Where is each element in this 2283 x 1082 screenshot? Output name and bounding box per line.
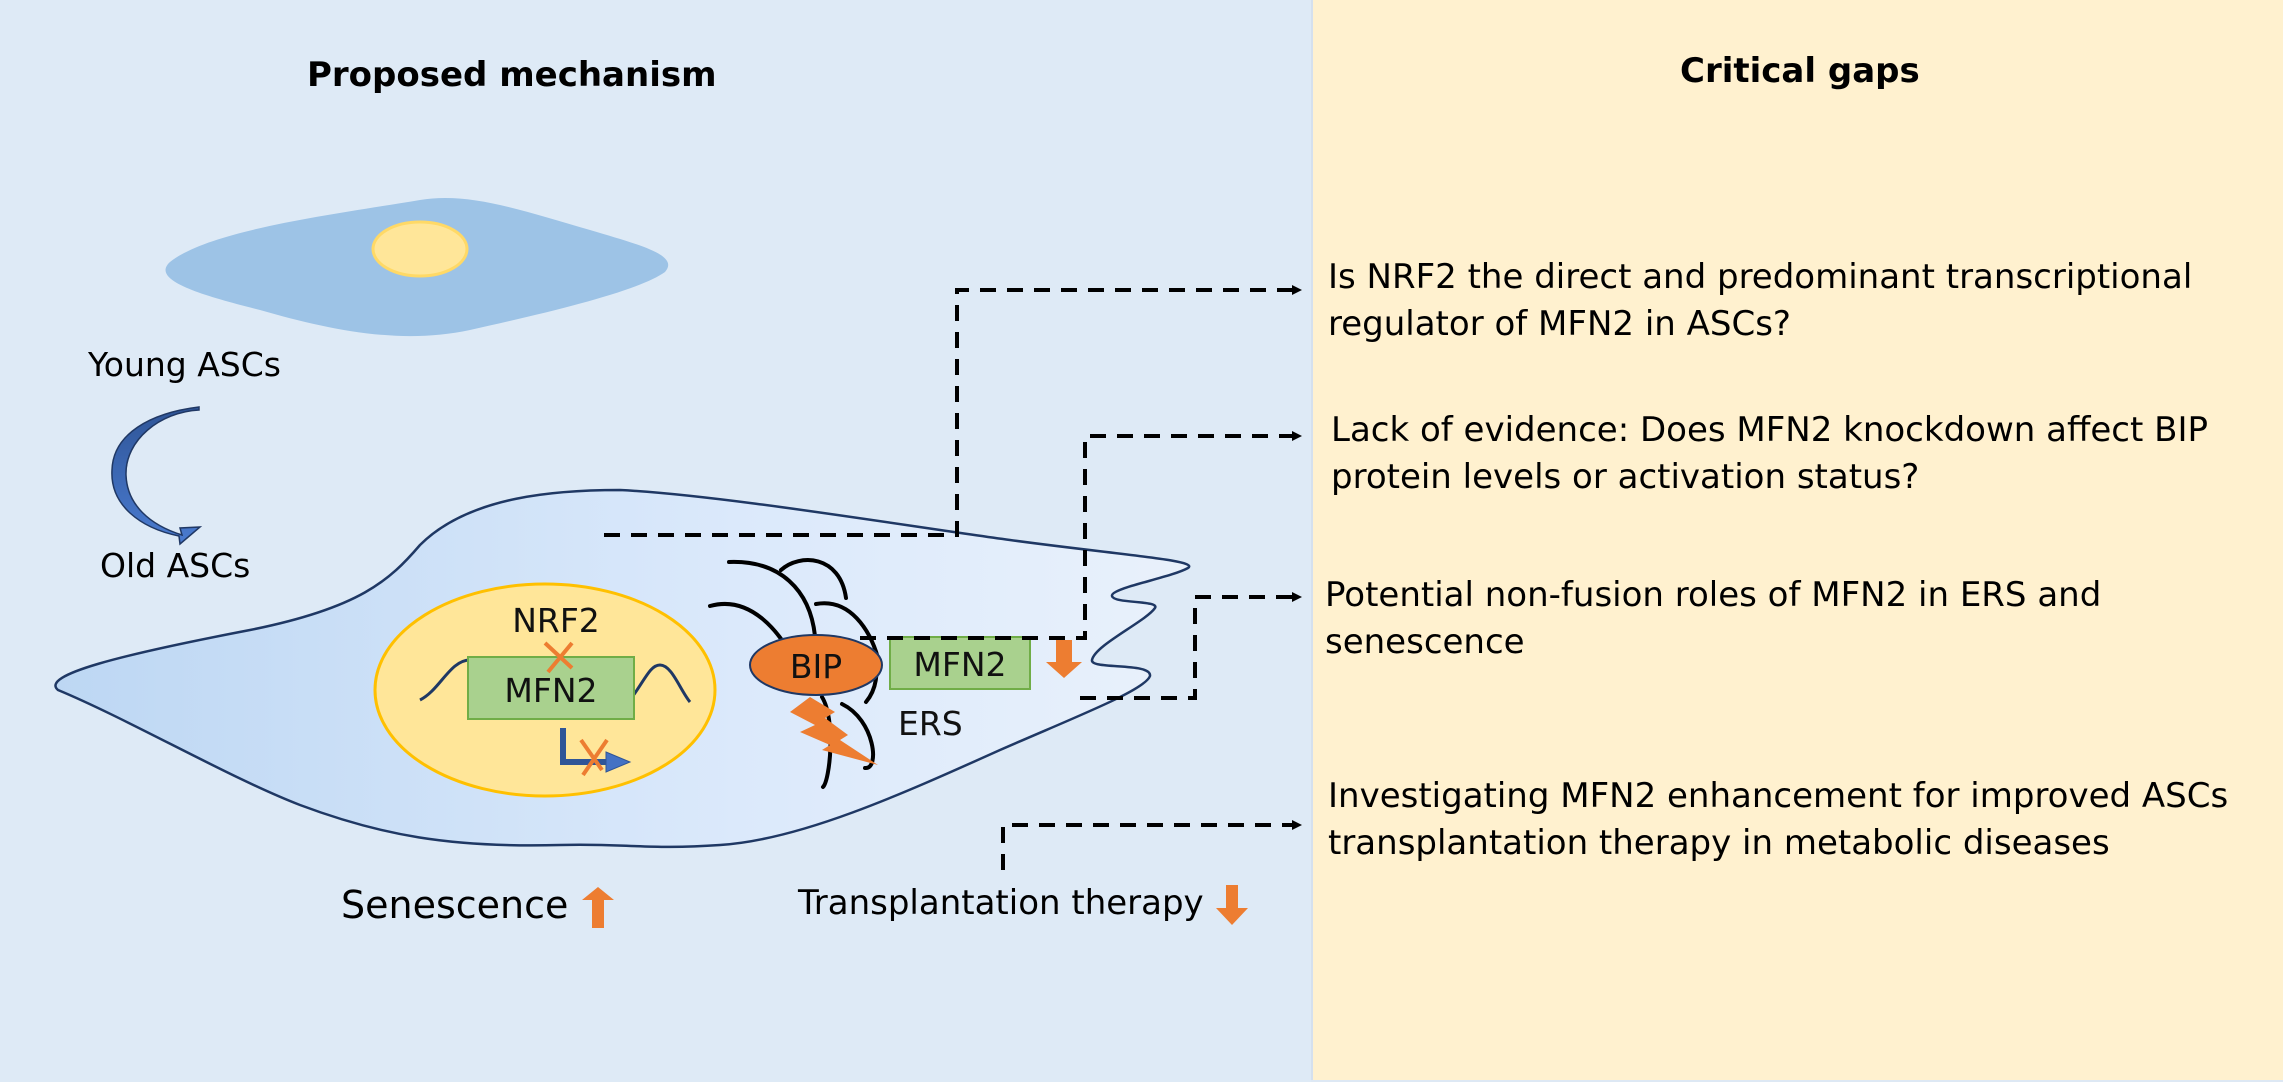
- young-cell-illustration: [165, 198, 669, 337]
- transplantation-decrease-arrow-icon: [1216, 885, 1248, 925]
- nrf2-block-x-icon: [543, 641, 574, 674]
- bip-protein: [749, 634, 883, 696]
- dna-strand-right: [628, 663, 692, 703]
- connector-gap-2: [860, 431, 1302, 640]
- connector-gap-3: [1080, 592, 1302, 700]
- critical-gaps-panel: [1311, 0, 2283, 1080]
- connector-lines: [604, 285, 1302, 870]
- senescence-label: Senescence: [341, 883, 569, 927]
- gap-item: Potential non-fusion roles of MFN2 in ER…: [1325, 575, 2102, 662]
- transplantation-therapy-label: Transplantation therapy: [798, 883, 1204, 923]
- transcription-block-x-icon: [579, 738, 609, 777]
- er-mfn2-box: [889, 636, 1031, 690]
- old-cell-nucleus: MFN2 NRF2: [373, 582, 717, 798]
- critical-gaps-title: Critical gaps: [1680, 51, 1920, 91]
- mfn2-decrease-arrow-icon: [1046, 640, 1082, 678]
- ers-label: ERS: [898, 704, 963, 743]
- connector-gap-4: [1001, 820, 1302, 870]
- proposed-mechanism-title: Proposed mechanism: [307, 55, 717, 95]
- young-ascs-label: Young ASCs: [88, 345, 281, 384]
- senescence-increase-arrow-icon: [582, 887, 614, 928]
- old-ascs-label: Old ASCs: [100, 546, 251, 585]
- nrf2-label: NRF2: [512, 601, 600, 640]
- er-mfn2-label: MFN2: [913, 645, 1006, 684]
- gap-item: Lack of evidence: Does MFN2 knockdown af…: [1331, 410, 2208, 497]
- nucleus-mfn2-label: MFN2: [504, 671, 597, 710]
- gap-item: Investigating MFN2 enhancement for impro…: [1328, 776, 2229, 863]
- young-cell-nucleus: [371, 220, 469, 278]
- aging-curved-arrow-icon: [111, 406, 203, 546]
- gap-item: Is NRF2 the direct and predominant trans…: [1328, 257, 2193, 344]
- stress-lightning-icon: [790, 697, 878, 765]
- bip-label: BIP: [790, 647, 842, 686]
- connector-gap-1: [604, 285, 1302, 537]
